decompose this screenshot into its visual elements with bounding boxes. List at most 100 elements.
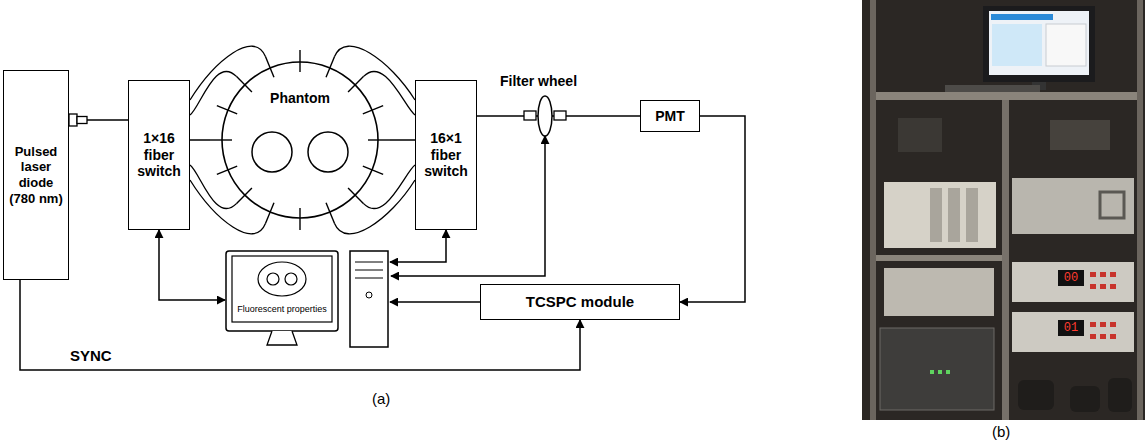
fiber-probe (363, 106, 383, 114)
button (1100, 272, 1106, 277)
module-crate (884, 182, 996, 248)
fiber-probe (217, 106, 237, 114)
button (1090, 334, 1096, 339)
connector (159, 230, 225, 300)
monitor-screen (989, 11, 1089, 75)
button (1110, 334, 1116, 339)
screen-inclusion (267, 273, 279, 285)
rack-post (870, 0, 876, 420)
fluorescent-inclusion (308, 132, 348, 172)
fiber-probe (348, 76, 364, 92)
connector (390, 230, 446, 262)
phantom-circle: Phantom (210, 50, 390, 230)
button (1110, 284, 1116, 289)
tcspc-box: TCSPC module (480, 284, 680, 320)
counter-panel (1012, 262, 1134, 302)
node-text: Pulsed laser diode (780 nm) (8, 144, 64, 206)
rack-post (1137, 0, 1143, 420)
counter-display: 01 (1058, 320, 1084, 336)
rack-post (1002, 92, 1009, 420)
fiber-probe (368, 139, 390, 140)
screen-phantom (258, 262, 306, 296)
wheel-disc (538, 96, 552, 136)
signal-label: SYNC (70, 347, 112, 364)
connector-body (69, 114, 77, 126)
rack-device (1012, 178, 1134, 234)
monitor-screen (232, 256, 332, 322)
fiber-probe (299, 208, 300, 230)
button (1110, 272, 1116, 277)
computer: Fluorescent properties (225, 250, 390, 350)
fiber-probe (217, 166, 237, 174)
cable-reel (1018, 380, 1054, 410)
fiber-probe (236, 76, 252, 92)
keyboard (945, 85, 1040, 92)
computer-outline (225, 250, 390, 350)
counter-display: 00 (1058, 270, 1084, 286)
rack-shelf (876, 255, 1002, 261)
fiber-probe (266, 203, 274, 223)
connector (190, 139, 210, 141)
laser-box: Pulsed laser diode (780 nm) (3, 70, 69, 280)
buttons (1090, 272, 1116, 339)
screen-bar (991, 14, 1053, 20)
switch-box: 16×1 fiber switch (415, 80, 477, 230)
switch-box: 1×16 fiber switch (128, 80, 190, 230)
fiber-probe (266, 57, 274, 77)
button (1100, 284, 1106, 289)
rack-item (1050, 120, 1110, 150)
node-text: Fluorescent properties (232, 305, 332, 315)
fiber-connector (69, 114, 87, 126)
fluorescent-inclusion (252, 132, 292, 172)
monitor-bezel (983, 6, 1095, 82)
panel-label: (b) (992, 423, 1010, 440)
cable-reel (1070, 386, 1100, 412)
screen-inclusion (285, 273, 297, 285)
drive-bay (355, 262, 383, 263)
filter-wheel (524, 96, 566, 136)
led (938, 370, 942, 374)
part-label: Filter wheel (500, 73, 577, 89)
node-text: 16×1 fiber switch (420, 130, 472, 180)
phantom-outline (210, 50, 390, 230)
power-button (366, 292, 372, 298)
cable-reel (1108, 378, 1132, 412)
node-text: TCSPC module (526, 293, 634, 311)
monitor-stand (267, 331, 297, 345)
phantom-body (222, 62, 378, 218)
module (930, 188, 942, 242)
button (1100, 322, 1106, 327)
fiber-probe (348, 188, 364, 204)
lab-photo (862, 0, 1145, 420)
button (1100, 334, 1106, 339)
button (1090, 322, 1096, 327)
screen-window (1046, 24, 1086, 66)
connector (390, 301, 480, 303)
fiber-probe (210, 139, 232, 140)
fiber-probe (299, 50, 300, 72)
fiber-probe (326, 57, 334, 77)
rack-shelf (876, 92, 1137, 100)
connector (390, 139, 415, 141)
fiber-probe (236, 188, 252, 204)
photo-ground (862, 0, 1145, 420)
rack-device (884, 268, 994, 316)
connector-ferrule (77, 117, 87, 124)
module (966, 188, 978, 242)
led (930, 370, 934, 374)
fiber-probe (363, 166, 383, 174)
monitor-frame (226, 251, 338, 331)
connector (680, 116, 745, 302)
pc-tower (350, 251, 388, 347)
rack-item (898, 118, 942, 152)
connector-body (554, 111, 566, 120)
screen-window (992, 24, 1042, 66)
node-text: PMT (655, 108, 685, 125)
chassis (880, 328, 994, 410)
pmt-box: PMT (640, 100, 700, 132)
led (946, 370, 950, 374)
node-text: 1×16 fiber switch (133, 130, 185, 180)
node-text: Phantom (210, 90, 390, 107)
drive-bay (355, 270, 383, 271)
